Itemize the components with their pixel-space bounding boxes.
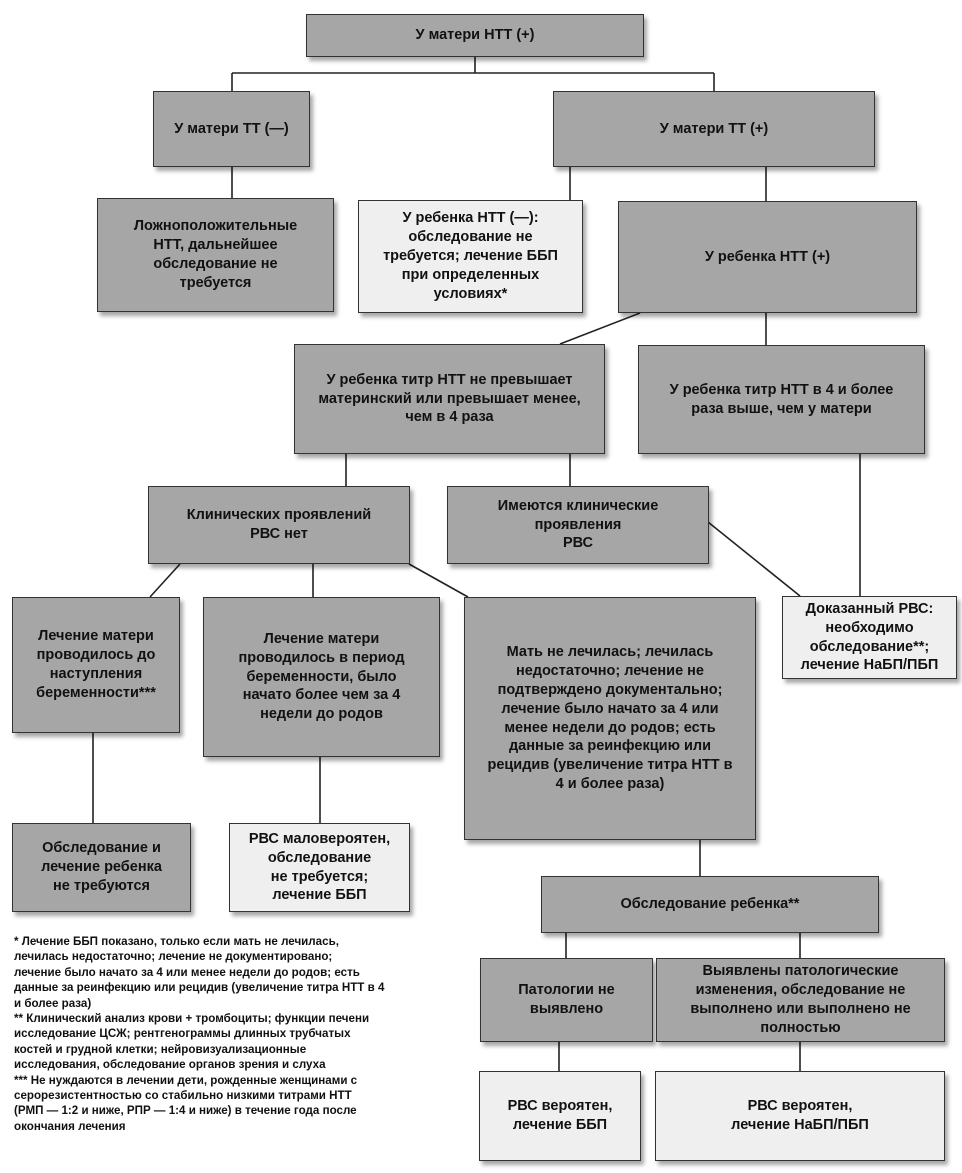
connector [408, 563, 469, 598]
node-no-clinical-signs: Клинических проявлений РВС нет [148, 486, 410, 564]
node-mother-tt-positive: У матери ТТ (+) [553, 91, 875, 167]
node-titer-4x-higher: У ребенка титр НТТ в 4 и более раза выше… [638, 345, 925, 454]
footnote-3: *** Не нуждаются в лечении дети, рожденн… [14, 1073, 358, 1133]
node-unlikely-syphilis: РВС маловероятен, обследование не требуе… [229, 823, 410, 912]
footnotes: * Лечение ББП показано, только если мать… [14, 934, 494, 1134]
node-false-positive: Ложноположительные НТТ, дальнейшее обсле… [97, 198, 334, 312]
footnote-1: * Лечение ББП показано, только если мать… [14, 935, 385, 1010]
node-pathology-found: Выявлены патологические изменения, обсле… [656, 958, 945, 1042]
connector [149, 563, 181, 598]
node-clinical-signs-present: Имеются клинические проявления РВС [447, 486, 709, 564]
node-titer-not-exceeding: У ребенка титр НТТ не превышает материнс… [294, 344, 605, 454]
connector [707, 521, 801, 597]
node-probable-nabp: РВС вероятен, лечение НаБП/ПБП [655, 1071, 945, 1161]
node-no-pathology: Патологии не выявлено [480, 958, 653, 1042]
node-mother-not-treated: Мать не лечилась; лечилась недостаточно;… [464, 597, 756, 840]
node-no-exam-needed: Обследование и лечение ребенка не требую… [12, 823, 191, 912]
node-probable-bbp: РВС вероятен, лечение ББП [479, 1071, 641, 1161]
node-treated-during-pregnancy: Лечение матери проводилось в период бере… [203, 597, 440, 757]
node-child-examination: Обследование ребенка** [541, 876, 879, 933]
node-child-ntt-positive: У ребенка НТТ (+) [618, 201, 917, 313]
node-mother-ntt-positive: У матери НТТ (+) [306, 14, 644, 57]
node-child-ntt-negative: У ребенка НТТ (—): обследование не требу… [358, 200, 583, 313]
connector [559, 312, 641, 345]
footnote-2: ** Клинический анализ крови + тромбоциты… [14, 1012, 370, 1072]
node-proven-congenital-syphilis: Доказанный РВС: необходимо обследование*… [782, 596, 957, 679]
node-mother-tt-negative: У матери ТТ (—) [153, 91, 310, 167]
node-treated-before-pregnancy: Лечение матери проводилось до наступлени… [12, 597, 180, 733]
